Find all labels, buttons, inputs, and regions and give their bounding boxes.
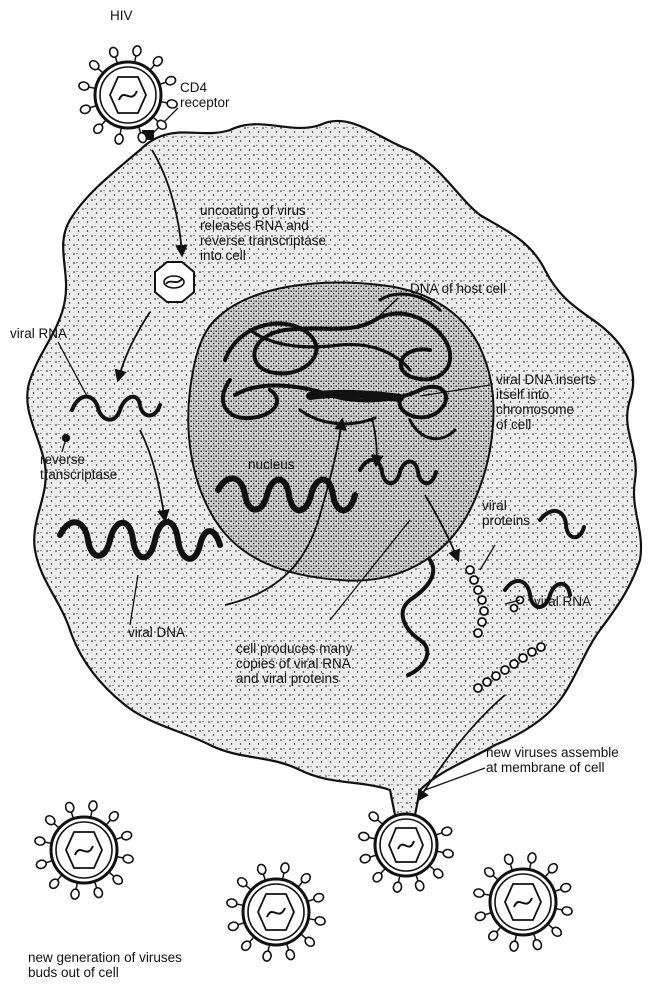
integrated-viral-dna [310, 394, 400, 398]
label-reverse-transcriptase: reverse transcriptase [40, 452, 117, 482]
virus-spike-knob [442, 849, 453, 859]
virus-spike-knob [358, 832, 369, 842]
virus-spike-knob [256, 863, 267, 875]
virus-spike-knob [314, 916, 325, 926]
label-viral-proteins: viral proteins [482, 498, 530, 528]
label-hiv: HIV [110, 8, 133, 23]
hiv-particle-budding [375, 814, 437, 876]
virus-spike-knob [393, 881, 403, 892]
virus-spike-knob [227, 921, 239, 932]
virus-spike-knob [414, 880, 425, 892]
virus-spike-knob [35, 859, 47, 870]
label-viral-rna-right: viral RNA [534, 594, 591, 609]
label-viral-rna-left: viral RNA [10, 326, 67, 341]
virus-spike-knob [561, 906, 572, 916]
virus-spike-knob [262, 950, 272, 961]
virus-spike-knob [34, 836, 45, 846]
virus-spike-knob [88, 800, 98, 811]
virus-spike-knob [122, 854, 133, 864]
virus-spike-knob [93, 887, 104, 899]
label-uncoating: uncoating of virus releases RNA and reve… [200, 203, 326, 263]
hiv-particle-top [95, 62, 161, 128]
label-viral-dna: viral DNA [128, 625, 185, 640]
uncoating-capsid [155, 262, 194, 302]
virus-spike-knob [359, 853, 371, 864]
virus-spike-knob [527, 852, 537, 863]
virus-spike-knob [509, 940, 519, 951]
virus-spike-knob [503, 853, 514, 865]
virus-spike-knob [473, 888, 484, 898]
label-viral-dna-inserts: viral DNA inserts itself into chromosome… [496, 372, 596, 432]
virus-spike-knob [165, 75, 177, 86]
hiv-particle-new-1 [51, 817, 117, 883]
virus-spike-knob [70, 888, 80, 899]
label-new-viruses-assemble: new viruses assemble at membrane of cell [486, 745, 619, 775]
virus-spike-knob [78, 81, 89, 91]
virus-spike-knob [114, 133, 124, 144]
virus-spike-knob [226, 898, 237, 908]
virus-spike-knob [121, 830, 133, 841]
virus-spike-knob [285, 949, 296, 961]
virus-spike-knob [79, 104, 91, 115]
hiv-particle-new-2 [243, 879, 309, 945]
virus-spike-knob [280, 862, 290, 873]
label-dna-host-cell: DNA of host cell [410, 281, 506, 296]
label-nucleus: nucleus [248, 457, 295, 472]
virus-spike-knob [166, 99, 177, 109]
virus-spike-knob [108, 46, 119, 58]
virus-spike-knob [441, 826, 453, 837]
virus-spike-knob [474, 911, 486, 922]
virus-spike-knob [132, 45, 142, 56]
virus-spike-knob [64, 801, 75, 813]
hiv-particle-new-3 [490, 869, 556, 935]
virus-spike-knob [313, 892, 325, 903]
label-cd4-receptor: CD4 receptor [180, 80, 230, 110]
label-new-generation: new generation of viruses buds out of ce… [28, 950, 182, 980]
label-cell-produces: cell produces many copies of viral RNA a… [236, 641, 352, 686]
virus-spike-knob [532, 939, 543, 951]
virus-spike-knob [560, 882, 572, 893]
